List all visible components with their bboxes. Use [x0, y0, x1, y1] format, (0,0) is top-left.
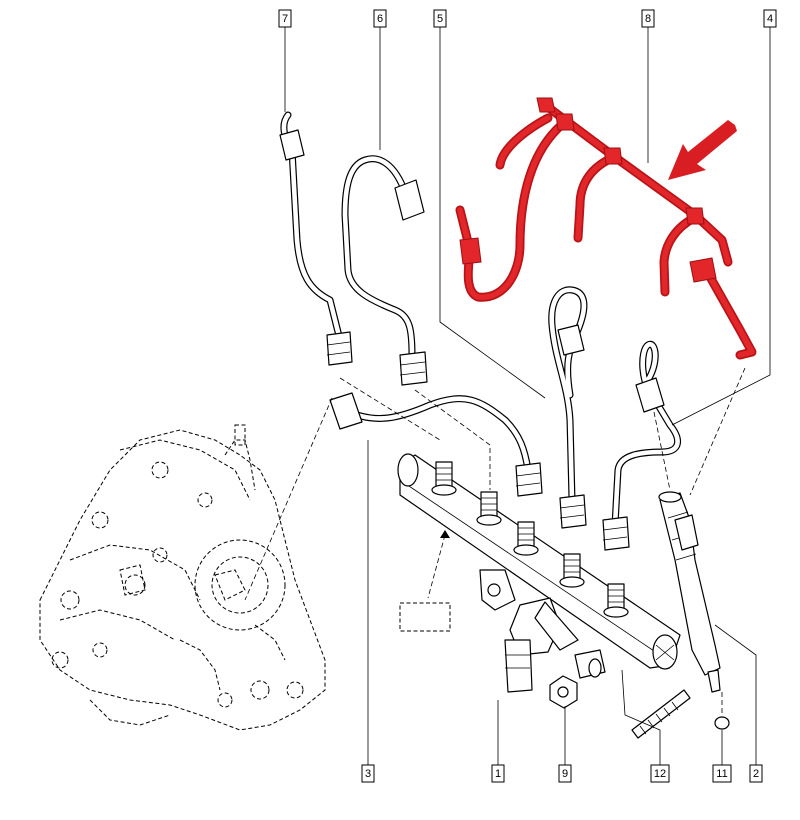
high-pressure-pump: [39, 424, 326, 731]
red-arrow-icon: [668, 120, 737, 180]
callout-5: 5: [433, 9, 447, 28]
nut: [549, 675, 578, 709]
svg-text:9: 9: [562, 768, 568, 780]
relief-valve: [574, 649, 606, 679]
stud: [631, 689, 691, 739]
leak-off-return-pipe-highlighted: [455, 97, 757, 360]
pipe-3: [329, 392, 543, 497]
svg-text:4: 4: [767, 13, 773, 25]
svg-text:3: 3: [365, 768, 371, 780]
callout-1: 1: [491, 764, 505, 783]
pipe-7: [279, 111, 353, 366]
injector: [658, 491, 721, 693]
leader-lines: [244, 27, 771, 765]
svg-text:7: 7: [282, 13, 288, 25]
svg-text:1: 1: [495, 768, 501, 780]
svg-text:8: 8: [645, 13, 651, 25]
pipe-6: [341, 155, 428, 386]
svg-text:12: 12: [654, 768, 666, 780]
dashed-placeholder-box: [399, 602, 451, 632]
copper-washer: [714, 716, 730, 730]
callout-11: 11: [712, 764, 732, 783]
svg-text:11: 11: [716, 768, 727, 780]
svg-text:2: 2: [753, 768, 759, 780]
pressure-sensor: [504, 597, 579, 693]
callout-2: 2: [749, 764, 763, 783]
pipe-5: [548, 286, 588, 529]
pipe-4: [602, 340, 681, 551]
dashed-arrowhead-icon: [440, 530, 450, 538]
common-rail: [397, 453, 681, 670]
svg-text:5: 5: [437, 13, 443, 25]
callout-12: 12: [650, 764, 670, 783]
callout-9: 9: [558, 764, 572, 783]
callout-4: 4: [763, 9, 777, 28]
callout-3: 3: [361, 764, 375, 783]
callout-7: 7: [278, 9, 292, 28]
callout-6: 6: [373, 9, 387, 28]
svg-text:6: 6: [377, 13, 383, 25]
callout-8: 8: [641, 9, 655, 28]
